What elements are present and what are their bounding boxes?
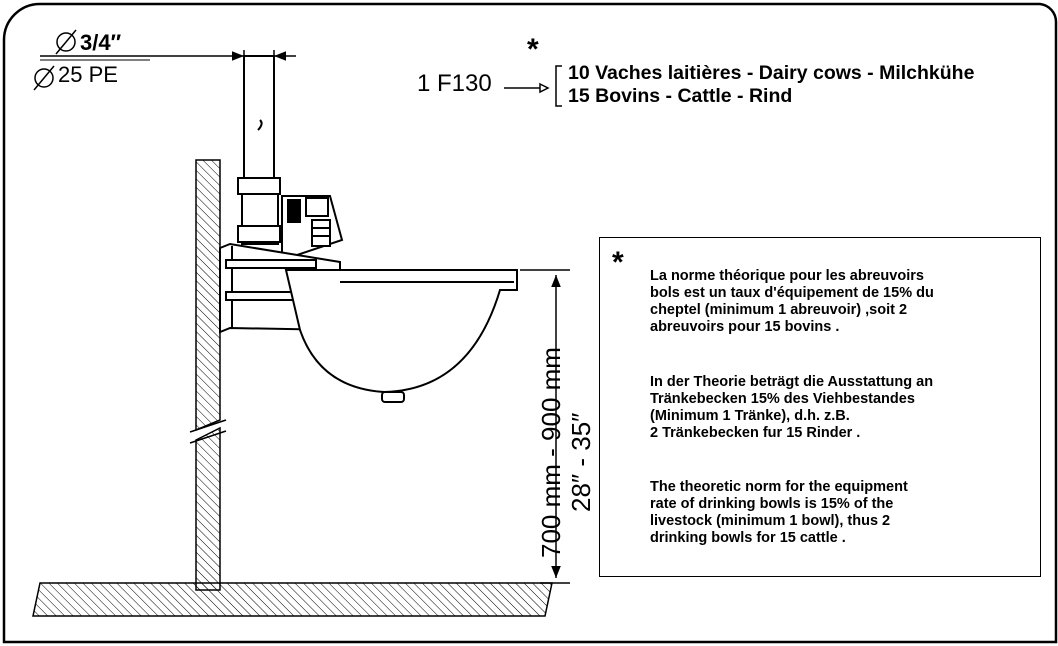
pipe-diameter-dimension bbox=[33, 29, 296, 91]
floor bbox=[32, 582, 553, 617]
capacity-line-1: 10 Vaches laitières - Dairy cows - Milch… bbox=[568, 62, 975, 84]
height-mm-label: 700 mm - 900 mm bbox=[536, 347, 566, 558]
wall bbox=[189, 159, 227, 591]
drinking-bowl bbox=[219, 242, 518, 403]
pipe-diameter-pe: 25 PE bbox=[58, 62, 118, 87]
note-box: * La norme théorique pour les abreuvoirs… bbox=[599, 237, 1041, 577]
note-german: In der Theorie beträgt die Ausstattung a… bbox=[650, 374, 934, 441]
product-label: 1 F130 bbox=[417, 70, 492, 97]
capacity-text: 10 Vaches laitières - Dairy cows - Milch… bbox=[568, 62, 974, 108]
note-asterisk: * bbox=[612, 246, 624, 279]
pipe-diameter-inch: 3/4″ bbox=[80, 30, 122, 55]
product-asterisk: * bbox=[527, 33, 539, 66]
note-english: The theoretic norm for the equipment rat… bbox=[650, 479, 908, 546]
water-pipe bbox=[237, 55, 281, 245]
height-inch-label: 28″ - 35″ bbox=[566, 412, 596, 512]
note-french: La norme théorique pour les abreuvoirs b… bbox=[650, 268, 934, 335]
valve bbox=[281, 195, 344, 262]
capacity-line-2: 15 Bovins - Cattle - Rind bbox=[568, 85, 793, 107]
height-dimension bbox=[520, 269, 570, 584]
product-arrow bbox=[504, 65, 562, 107]
